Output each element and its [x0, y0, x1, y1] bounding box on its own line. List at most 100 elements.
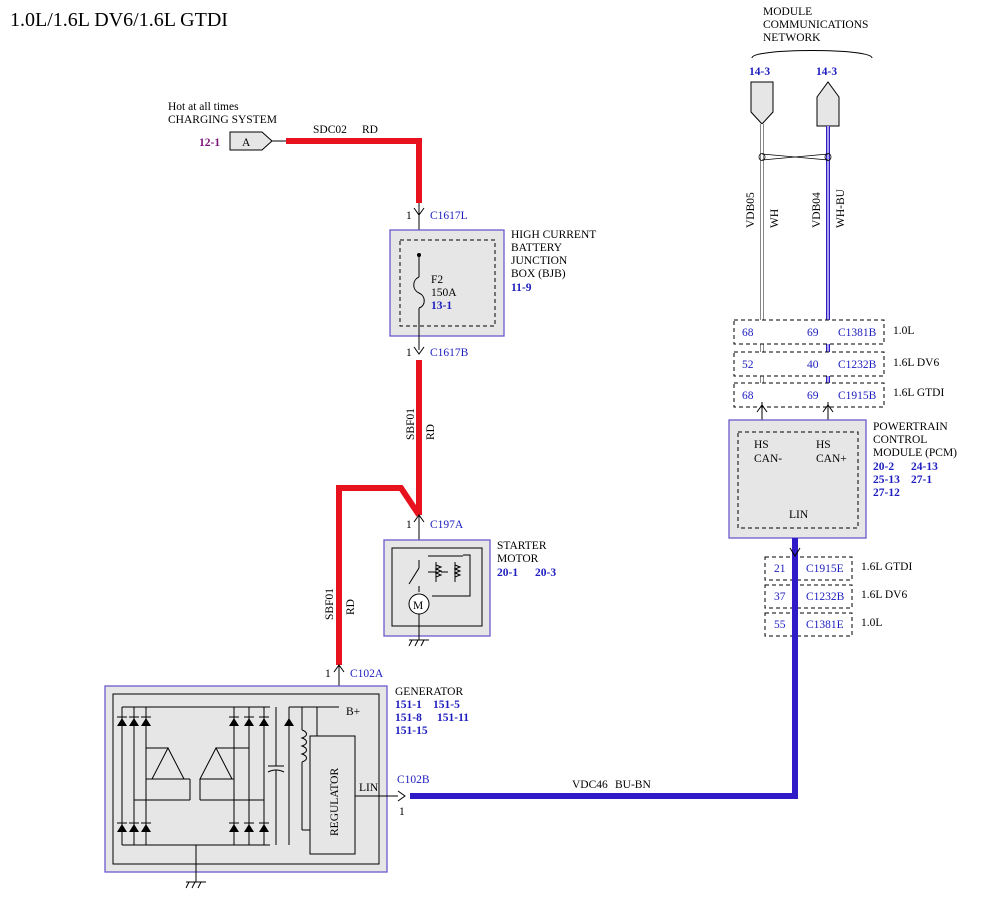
svg-text:MODULE (PCM): MODULE (PCM): [873, 447, 957, 459]
pcm-top-connector-3[interactable]: 68 69 C1915B 1.6L GTDI: [733, 382, 944, 408]
generator-lin-pin: [397, 790, 406, 802]
generator-ref[interactable]: 151-1: [395, 699, 422, 711]
svg-text:GENERATOR: GENERATOR: [395, 686, 463, 698]
svg-text:CONTROL: CONTROL: [873, 434, 927, 446]
feed-label: Hot at all times CHARGING SYSTEM: [168, 101, 277, 126]
wire-sdc02-circuit: SDC02: [313, 124, 347, 136]
wire-vdb05-circuit: VDB05: [745, 192, 757, 228]
wire-sbf01-upper-color: RD: [425, 424, 437, 440]
generator-ref[interactable]: 151-15: [395, 725, 428, 737]
svg-text:69: 69: [807, 390, 819, 402]
wire-sbf01-lower-color: RD: [345, 599, 357, 615]
generator-box[interactable]: REGULATOR B+ LIN: [104, 685, 398, 882]
wire-vdc46[interactable]: [410, 538, 801, 799]
twist-symbol: [758, 153, 832, 161]
svg-text:LIN: LIN: [789, 509, 809, 521]
wire-vdc46-color: BU-BN: [615, 779, 651, 791]
generator-label: GENERATOR 151-1 151-5 151-8 151-11 151-1…: [395, 686, 469, 737]
fuse-name: F2: [431, 274, 443, 286]
starter-pin-number: 1: [406, 519, 412, 531]
generator-ref[interactable]: 151-8: [395, 712, 422, 724]
starter-ref[interactable]: 20-3: [535, 567, 556, 579]
wire-sdc02-color: RD: [362, 124, 378, 136]
stator-winding-icon: [134, 746, 264, 801]
network-heading: MODULE COMMUNICATIONS NETWORK: [763, 6, 868, 44]
wire-vdc46-circuit: VDC46: [572, 779, 608, 791]
svg-text:68: 68: [742, 327, 754, 339]
lin-label: LIN: [359, 782, 379, 794]
bjb-box[interactable]: F2 150A 13-1: [389, 229, 505, 350]
generator-connector-lin[interactable]: C102B: [397, 774, 430, 786]
svg-text:55: 55: [774, 619, 786, 631]
bjb-connector-top[interactable]: C1617L: [430, 210, 468, 222]
pcm-ref[interactable]: 24-13: [911, 461, 938, 473]
network-ref-left[interactable]: 14-3: [749, 66, 770, 78]
network-plug-right[interactable]: [816, 81, 840, 127]
pcm-top-connector-2[interactable]: 52 40 C1232B 1.6L DV6: [733, 351, 939, 377]
pcm-bottom-connector-2[interactable]: 37 C1232B 1.6L DV6: [764, 584, 907, 609]
wire-sbf01-lower[interactable]: [336, 485, 422, 665]
pcm-ref[interactable]: 27-1: [911, 474, 932, 486]
starter-ref[interactable]: 20-1: [497, 567, 518, 579]
wire-sdc02[interactable]: [286, 138, 422, 203]
pcm-ref[interactable]: 27-12: [873, 487, 900, 499]
feed-ref[interactable]: 12-1: [199, 137, 220, 149]
svg-text:37: 37: [774, 591, 786, 603]
svg-text:M: M: [413, 600, 423, 612]
wire-vdb04-color: WH-BU: [835, 188, 847, 228]
generator-pin-lin: 1: [399, 806, 405, 818]
pcm-ref[interactable]: 25-13: [873, 474, 900, 486]
network-plug-left[interactable]: [750, 81, 774, 125]
network-ref-right[interactable]: 14-3: [816, 66, 837, 78]
svg-text:52: 52: [742, 359, 754, 371]
pcm-ref[interactable]: 20-2: [873, 461, 894, 473]
svg-text:CAN-: CAN-: [754, 453, 782, 465]
svg-text:STARTER: STARTER: [497, 540, 547, 552]
bjb-label: HIGH CURRENT BATTERY JUNCTION BOX (BJB) …: [511, 229, 596, 294]
svg-text:1.6L DV6: 1.6L DV6: [893, 357, 939, 369]
pcm-bottom-connector-3[interactable]: 55 C1381E 1.0L: [764, 612, 882, 637]
bjb-pin-bottom: 1: [406, 347, 412, 359]
svg-text:C1915E: C1915E: [806, 563, 844, 575]
svg-text:40: 40: [807, 359, 819, 371]
starter-label: STARTER MOTOR 20-1 20-3: [497, 540, 556, 579]
regulator-block: [309, 735, 356, 855]
bjb-ref[interactable]: 11-9: [511, 282, 532, 294]
svg-text:Hot at all times: Hot at all times: [168, 101, 239, 113]
svg-text:POWERTRAIN: POWERTRAIN: [873, 421, 948, 433]
pcm-bottom-connector-1[interactable]: 21 C1915E 1.6L GTDI: [764, 556, 912, 581]
network-brace: [751, 50, 873, 59]
wire-vdb04-circuit: VDB04: [811, 192, 823, 228]
svg-text:1.6L DV6: 1.6L DV6: [861, 589, 907, 601]
pcm-top-connector-1[interactable]: 68 69 C1381B 1.0L: [733, 319, 914, 345]
svg-text:1.6L GTDI: 1.6L GTDI: [893, 387, 944, 399]
pcm-label: POWERTRAIN CONTROL MODULE (PCM) 20-2 24-…: [873, 421, 957, 499]
pcm-module[interactable]: HS CAN- HS CAN+ LIN: [728, 419, 867, 539]
svg-text:1.0L: 1.0L: [861, 617, 882, 629]
svg-text:1.0L: 1.0L: [893, 325, 914, 337]
feed-connector[interactable]: A: [229, 131, 273, 151]
generator-connector-top[interactable]: C102A: [350, 668, 384, 680]
generator-ground-icon: [185, 881, 206, 889]
b-plus-label: B+: [346, 706, 360, 718]
svg-text:HS: HS: [754, 439, 769, 451]
generator-ref[interactable]: 151-5: [433, 699, 460, 711]
svg-text:69: 69: [807, 327, 819, 339]
starter-connector[interactable]: C197A: [430, 519, 464, 531]
svg-text:CAN+: CAN+: [816, 453, 847, 465]
svg-text:MOTOR: MOTOR: [497, 553, 539, 565]
svg-text:MODULE: MODULE: [763, 6, 812, 18]
starter-box[interactable]: M: [383, 539, 491, 640]
svg-text:68: 68: [742, 390, 754, 402]
fuse-icon: [413, 276, 425, 309]
svg-text:BOX (BJB): BOX (BJB): [511, 268, 566, 280]
bjb-pin-top: 1: [406, 210, 412, 222]
svg-text:C1232B: C1232B: [838, 359, 877, 371]
bjb-connector-bottom[interactable]: C1617B: [430, 347, 469, 359]
svg-text:JUNCTION: JUNCTION: [511, 255, 568, 267]
fuse-ref: 13-1: [431, 300, 452, 312]
svg-text:21: 21: [774, 563, 786, 575]
page-title: 1.0L/1.6L DV6/1.6L GTDI: [10, 9, 228, 31]
generator-ref[interactable]: 151-11: [437, 712, 469, 724]
